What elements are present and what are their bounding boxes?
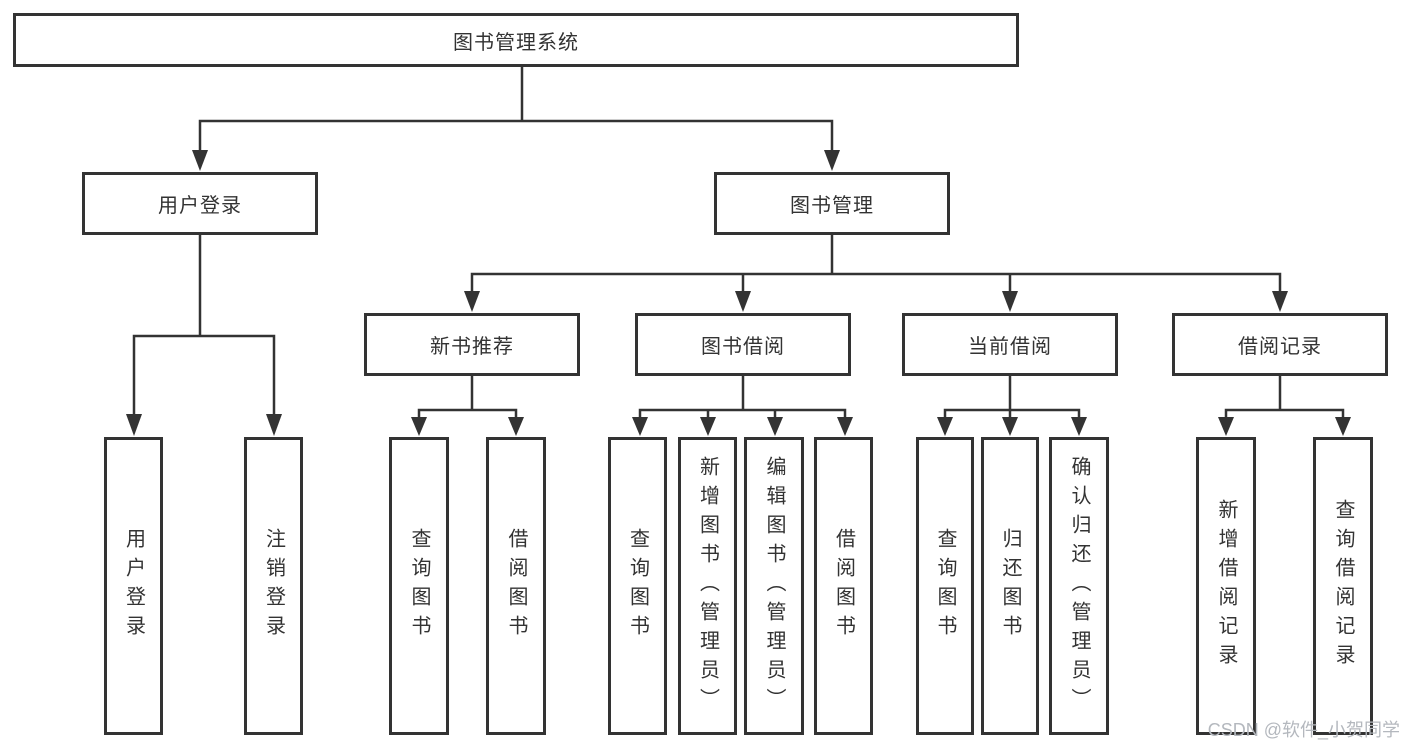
leaf-logout: 注销登录 xyxy=(244,437,303,735)
leaf-borrowing-add-books-admin-label: 新增图书（管理员） xyxy=(696,455,719,717)
leaf-user-login: 用户登录 xyxy=(104,437,163,735)
node-borrow-records: 借阅记录 xyxy=(1172,313,1388,376)
leaf-records-query-borrow-record-label: 查询借阅记录 xyxy=(1332,499,1354,673)
leaf-recommend-borrow-books-label: 借阅图书 xyxy=(505,528,527,644)
leaf-recommend-query-books-label: 查询图书 xyxy=(408,528,430,644)
leaf-records-add-borrow-record-label: 新增借阅记录 xyxy=(1215,499,1237,673)
leaf-current-query-books: 查询图书 xyxy=(916,437,974,735)
leaf-borrowing-borrow-books-label: 借阅图书 xyxy=(832,528,855,644)
leaf-borrowing-edit-books-admin: 编辑图书（管理员） xyxy=(744,437,804,735)
leaf-current-confirm-return-admin-label: 确认归还（管理员） xyxy=(1068,455,1090,717)
leaf-recommend-query-books: 查询图书 xyxy=(389,437,449,735)
node-new-book-recommend: 新书推荐 xyxy=(364,313,580,376)
leaf-borrowing-borrow-books: 借阅图书 xyxy=(814,437,873,735)
node-new-book-recommend-label: 新书推荐 xyxy=(430,336,514,358)
leaf-records-add-borrow-record: 新增借阅记录 xyxy=(1196,437,1256,735)
leaf-records-query-borrow-record: 查询借阅记录 xyxy=(1313,437,1373,735)
leaf-current-query-books-label: 查询图书 xyxy=(934,528,956,644)
leaf-borrowing-add-books-admin: 新增图书（管理员） xyxy=(678,437,737,735)
leaf-logout-label: 注销登录 xyxy=(262,528,285,644)
leaf-current-return-books: 归还图书 xyxy=(981,437,1039,735)
leaf-borrowing-edit-books-admin-label: 编辑图书（管理员） xyxy=(763,455,785,717)
node-current-borrowing-label: 当前借阅 xyxy=(968,336,1052,358)
node-book-borrowing-label: 图书借阅 xyxy=(701,336,785,358)
leaf-current-return-books-label: 归还图书 xyxy=(999,528,1021,644)
node-current-borrowing: 当前借阅 xyxy=(902,313,1118,376)
node-book-management: 图书管理 xyxy=(714,172,950,235)
node-book-management-label: 图书管理 xyxy=(790,195,874,217)
node-root-label: 图书管理系统 xyxy=(453,31,579,54)
watermark: CSDN @软件_小贺同学 xyxy=(1207,720,1400,740)
node-borrow-records-label: 借阅记录 xyxy=(1238,336,1322,358)
node-root: 图书管理系统 xyxy=(13,13,1019,67)
node-user-login: 用户登录 xyxy=(82,172,318,235)
leaf-current-confirm-return-admin: 确认归还（管理员） xyxy=(1049,437,1109,735)
node-user-login-label: 用户登录 xyxy=(158,195,242,217)
node-book-borrowing: 图书借阅 xyxy=(635,313,851,376)
leaf-borrowing-query-books-label: 查询图书 xyxy=(626,528,649,644)
leaf-borrowing-query-books: 查询图书 xyxy=(608,437,667,735)
leaf-recommend-borrow-books: 借阅图书 xyxy=(486,437,546,735)
leaf-user-login-label: 用户登录 xyxy=(122,528,145,644)
